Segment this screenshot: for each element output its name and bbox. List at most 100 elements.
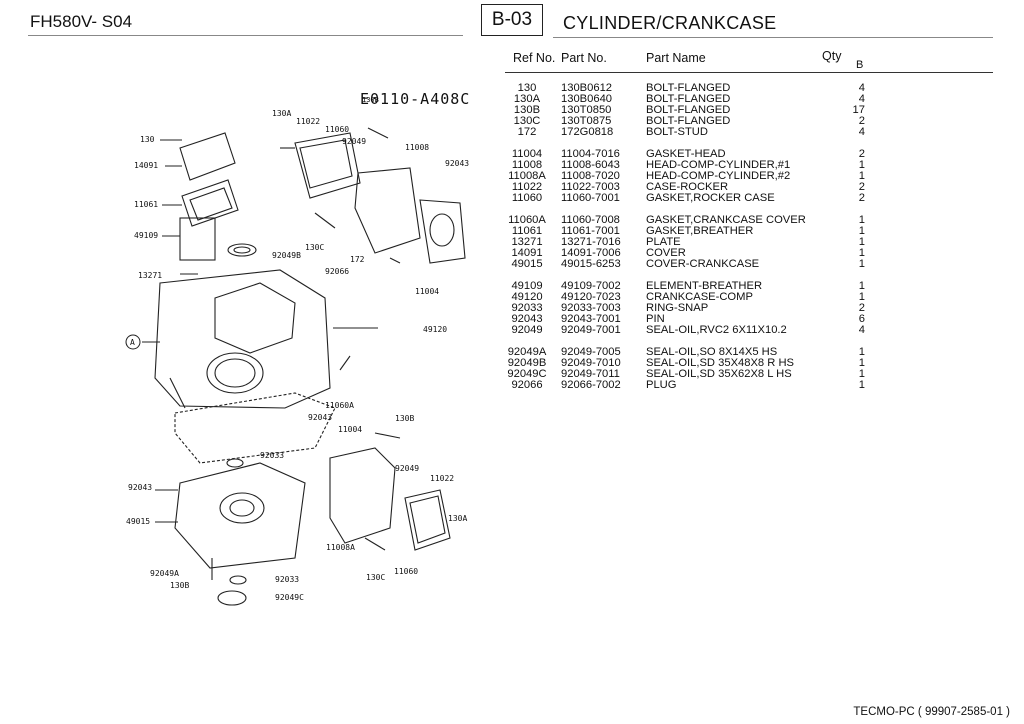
part-qty: 4: [858, 93, 865, 105]
part-number: 13271-7016: [561, 236, 621, 248]
part-name: BOLT-STUD: [646, 126, 708, 138]
part-name: HEAD-COMP-CYLINDER,#2: [646, 170, 791, 182]
part-qty: 1: [858, 368, 865, 380]
part-qty: 1: [858, 236, 865, 248]
part-qty: 2: [858, 192, 865, 204]
part-ref-no: 11022: [511, 181, 543, 193]
part-name: GASKET,CRANKCASE COVER: [646, 214, 806, 226]
svg-text:11008: 11008: [405, 143, 429, 152]
svg-text:49109: 49109: [134, 231, 158, 240]
svg-text:11061: 11061: [134, 200, 158, 209]
breather-element-drawing: [179, 217, 216, 261]
svg-text:130A: 130A: [272, 109, 291, 118]
svg-text:11008A: 11008A: [326, 543, 355, 552]
rocker-case-top-drawing: [294, 132, 361, 199]
part-qty: 2: [858, 302, 865, 314]
part-ref-no: 92066: [511, 379, 543, 391]
svg-text:92033: 92033: [260, 451, 284, 460]
part-qty: 1: [858, 214, 865, 226]
part-ref-no: 13271: [511, 236, 543, 248]
svg-text:130B: 130B: [362, 96, 379, 104]
part-name: GASKET,BREATHER: [646, 225, 754, 237]
part-name: RING-SNAP: [646, 302, 709, 314]
part-number: 11022-7003: [561, 181, 620, 193]
part-ref-no: 11060A: [508, 214, 546, 226]
cylinder-head-bottom-drawing: [329, 447, 396, 544]
part-ref-no: 92049C: [507, 368, 547, 380]
diagram-ref-code: E0110-A408C: [360, 90, 470, 108]
part-name: BOLT-FLANGED: [646, 82, 731, 94]
part-number: 92033-7003: [561, 302, 621, 314]
part-number: 11060-7001: [561, 192, 620, 204]
part-qty: 1: [858, 225, 865, 237]
part-qty: 1: [858, 291, 865, 303]
part-name: SEAL-OIL,SD 35X48X8 R HS: [646, 357, 794, 369]
part-number: 92066-7002: [561, 379, 621, 391]
part-ref-no: 130C: [513, 115, 541, 127]
part-number: 11061-7001: [561, 225, 620, 237]
svg-text:172: 172: [350, 255, 365, 264]
crankcase-drawing: [154, 269, 331, 409]
part-number: 92049-7005: [561, 346, 621, 358]
part-qty: 2: [858, 115, 865, 127]
col-header-part-no: Part No.: [561, 51, 607, 65]
diagram-callouts: E0110-A408C 130B 130A 11022 11060 130 92…: [125, 90, 470, 602]
part-ref-no: 130A: [513, 93, 541, 105]
part-ref-no: 92049: [511, 324, 543, 336]
svg-text:92049: 92049: [395, 464, 419, 473]
part-qty: 1: [858, 170, 865, 182]
part-number: 130T0875: [561, 115, 612, 127]
part-name: BOLT-FLANGED: [646, 93, 731, 105]
svg-text:130B: 130B: [395, 414, 414, 423]
svg-text:49120: 49120: [423, 325, 447, 334]
svg-text:130C: 130C: [366, 573, 385, 582]
title-divider-right: [553, 37, 993, 38]
part-name: COVER-CRANKCASE: [646, 258, 760, 270]
svg-text:130C: 130C: [305, 243, 324, 252]
part-name: COVER: [646, 247, 686, 259]
part-number: 130B0640: [561, 93, 613, 105]
part-qty: 17: [852, 104, 865, 116]
part-name: PIN: [646, 313, 665, 325]
part-number: 92049-7011: [561, 368, 620, 380]
part-number: 92043-7001: [561, 313, 621, 325]
part-qty: 1: [858, 346, 865, 358]
header-divider: [505, 72, 993, 73]
part-ref-no: 49120: [511, 291, 543, 303]
part-ref-no: 92033: [511, 302, 543, 314]
svg-text:49015: 49015: [126, 517, 150, 526]
title-divider-left: [28, 35, 463, 36]
svg-text:13271: 13271: [138, 271, 162, 280]
part-number: 130B0612: [561, 82, 613, 94]
part-qty: 4: [858, 324, 865, 336]
part-row: 11060A 11060-7008 GASKET,CRANKCASE COVER 1: [505, 214, 895, 226]
svg-text:A: A: [130, 338, 135, 347]
part-number: 11008-6043: [561, 159, 620, 171]
part-number: 11060-7008: [561, 214, 620, 226]
exploded-diagram: E0110-A408C 130B 130A 11022 11060 130 92…: [120, 88, 500, 623]
section-title: CYLINDER/CRANKCASE: [563, 13, 777, 33]
svg-text:11004: 11004: [338, 425, 362, 434]
part-ref-no: 92043: [511, 313, 543, 325]
part-name: GASKET,ROCKER CASE: [646, 192, 775, 204]
part-number: 172G0818: [561, 126, 614, 138]
part-ref-no: 92049A: [507, 346, 547, 358]
svg-text:11060: 11060: [394, 567, 418, 576]
part-number: 92049-7001: [561, 324, 621, 336]
part-number: 130T0850: [561, 104, 612, 116]
svg-text:92049C: 92049C: [275, 593, 304, 602]
part-qty: 4: [858, 126, 865, 138]
